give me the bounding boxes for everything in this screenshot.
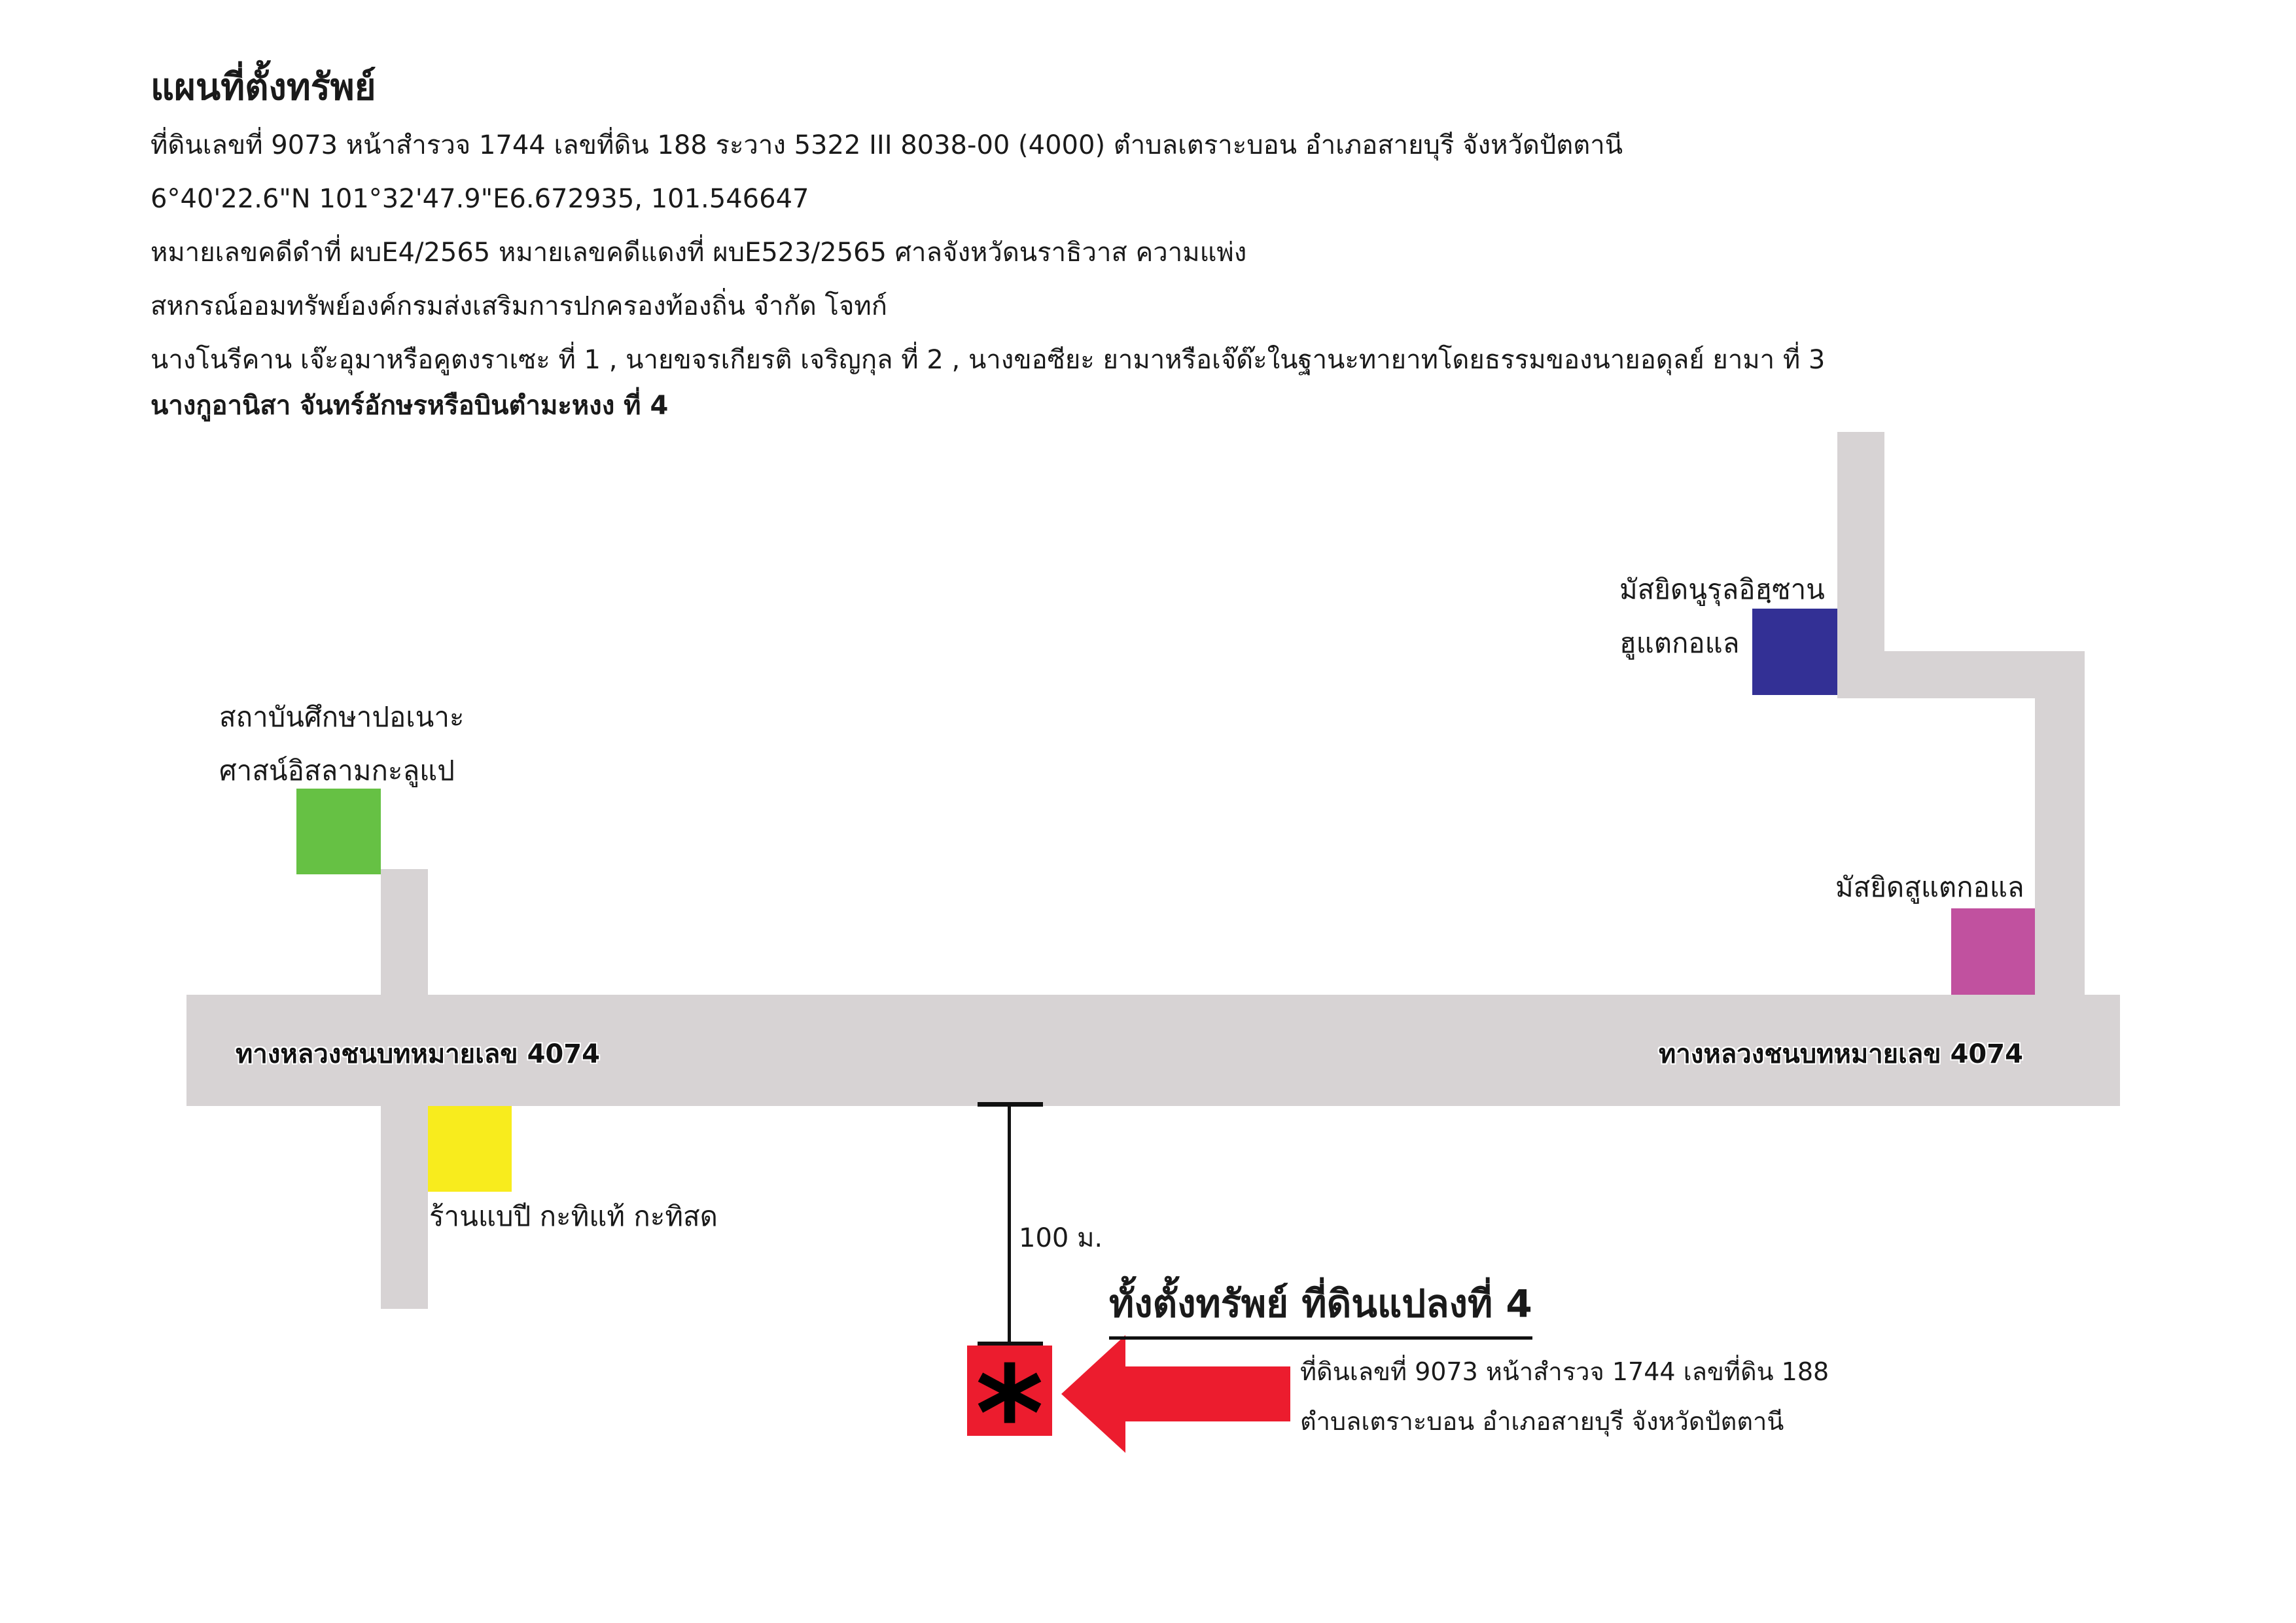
distance-line-bottom-cap (978, 1342, 1043, 1346)
header: แผนที่ตั้งทรัพย์ ที่ดินเลขที่ 9073 หน้าส… (150, 65, 2179, 425)
property-title: ทั้งตั้งทรัพย์ ที่ดินแปลงที่ 4 (1109, 1273, 1532, 1340)
side-road-west-north (381, 869, 428, 1000)
header-line-coordinates: 6°40'22.6"N 101°32'47.9"E6.672935, 101.5… (150, 184, 809, 215)
shop-marker (428, 1106, 512, 1192)
header-line-parcel: ที่ดินเลขที่ 9073 หน้าสำรวจ 1744 เลขที่ด… (150, 130, 1623, 161)
mosque-north-label-line1: มัสยิดนูรุลอิฮฺซาน (1619, 573, 1825, 605)
side-road-east-vertical (2035, 651, 2085, 998)
property-address: ที่ดินเลขที่ 9073 หน้าสำรวจ 1744 เลขที่ด… (1300, 1347, 1829, 1446)
mosque-east-marker (1951, 908, 2035, 995)
header-line-defendant-4: นางกูอานิสา จันทร์อักษรหรือบินตำมะหงง ที… (150, 391, 669, 421)
property-address-line2: ตำบลเตราะบอน อำเภอสายบุรี จังหวัดปัตตานี (1300, 1407, 1784, 1436)
distance-line-top-cap (978, 1102, 1043, 1107)
school-marker (296, 789, 381, 874)
mosque-north-marker (1752, 609, 1837, 695)
mosque-east-label: มัสยิดสูแตกอแล (1835, 871, 2024, 903)
side-road-north (1837, 432, 1884, 697)
shop-label: ร้านแบปี กะทิแท้ กะทิสด (429, 1200, 718, 1232)
arrow-left-icon (1061, 1335, 1290, 1453)
header-line-case-number: หมายเลขคดีดำที่ ผบE4/2565 หมายเลขคดีแดงท… (150, 238, 1247, 268)
distance-label: 100 ม. (1019, 1223, 1103, 1253)
main-road (186, 995, 2120, 1106)
mosque-north-label-line2: ฮูแตกอแล (1619, 627, 1740, 659)
school-label-line1: สถาบันศึกษาปอเนาะ (219, 701, 465, 733)
page-title: แผนที่ตั้งทรัพย์ (150, 66, 376, 109)
property-marker: * (967, 1346, 1052, 1480)
distance-line (1008, 1105, 1011, 1344)
mosque-north-label: มัสยิดนูรุลอิฮฺซาน ฮูแตกอแล (1619, 563, 1825, 670)
school-label-line2: ศาสน์อิสลามกะลูแป (219, 755, 455, 787)
property-address-line1: ที่ดินเลขที่ 9073 หน้าสำรวจ 1744 เลขที่ด… (1300, 1357, 1829, 1386)
road-label-left: ทางหลวงชนบทหมายเลข 4074 (236, 1039, 600, 1069)
side-road-west-south (381, 1103, 428, 1309)
header-line-defendants: นางโนรีคาน เจ๊ะอุมาหรือคูตงราเซะ ที่ 1 ,… (150, 345, 1826, 376)
header-line-plaintiff: สหกรณ์ออมทรัพย์องค์กรมส่งเสริมการปกครองท… (150, 291, 888, 322)
road-label-right: ทางหลวงชนบทหมายเลข 4074 (1659, 1039, 2023, 1069)
school-label: สถาบันศึกษาปอเนาะ ศาสน์อิสลามกะลูแป (219, 690, 464, 798)
asterisk-icon: * (975, 1338, 1044, 1491)
